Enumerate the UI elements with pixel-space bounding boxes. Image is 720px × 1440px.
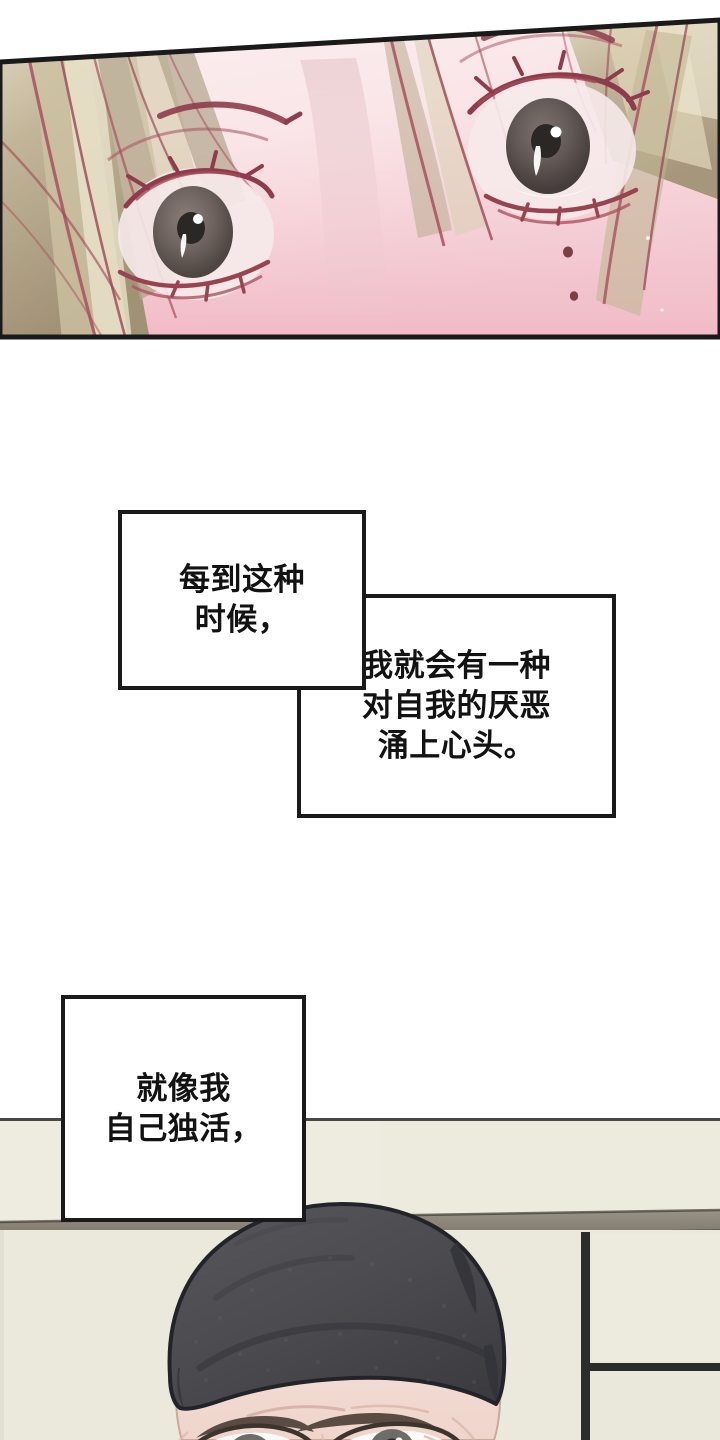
speech-bubble-3: 就像我 自己独活， <box>61 995 306 1222</box>
speech-bubble-1: 每到这种 时候， <box>118 510 366 690</box>
close-up-eyes-panel <box>0 0 720 340</box>
speech-bubble-2-text: 我就会有一种 对自我的厌恶 涌上心头。 <box>362 648 551 763</box>
speech-bubble-1-text: 每到这种 时候， <box>179 562 305 637</box>
speech-bubble-3-text: 就像我 自己独活， <box>104 1070 263 1146</box>
